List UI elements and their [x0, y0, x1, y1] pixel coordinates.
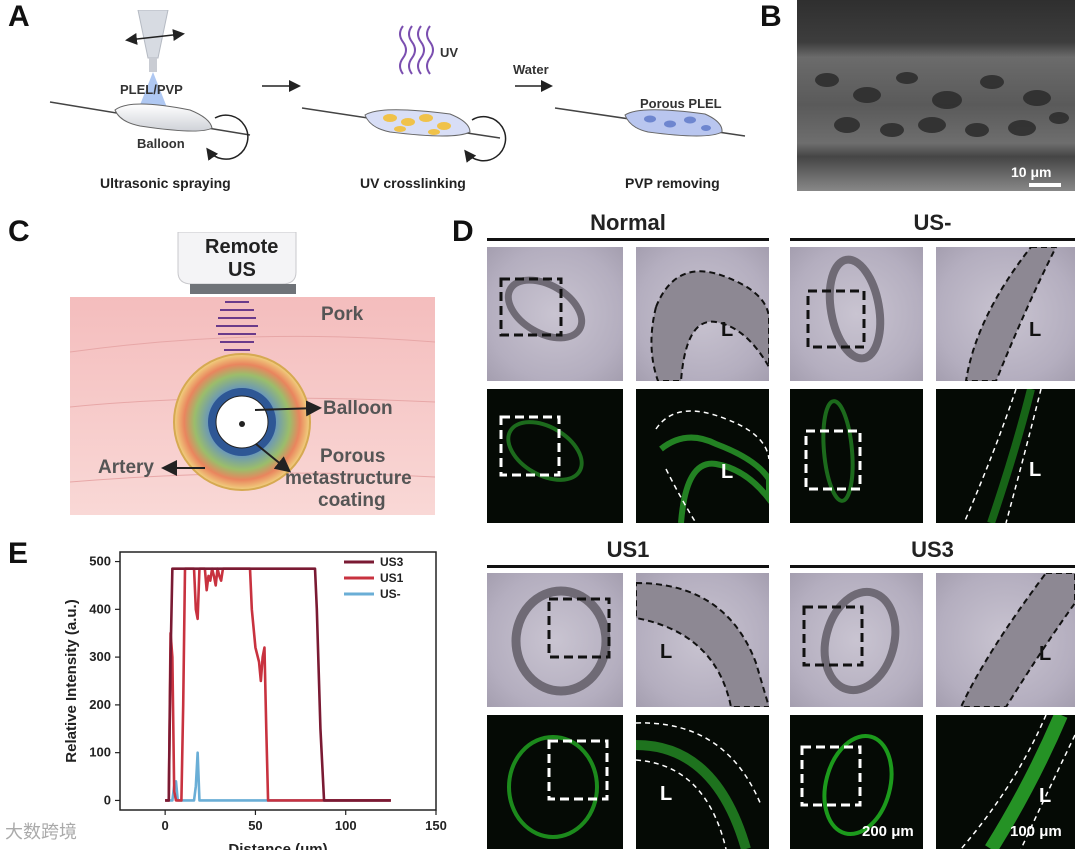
coating-label-line2: metastructure: [285, 468, 412, 489]
y-tick-label: 300: [89, 649, 111, 664]
us-minus-brightfield-high: L: [936, 247, 1075, 381]
panel-b-letter: B: [760, 0, 782, 33]
uv-light-icon: [399, 25, 434, 75]
porous-plel-label: Porous PLEL: [640, 96, 722, 111]
y-tick-label: 500: [89, 554, 111, 569]
us3-brightfield-low: [790, 573, 923, 707]
artery-cross-section: [173, 353, 311, 491]
legend-label: US1: [380, 571, 404, 585]
panel-a-letter: A: [8, 0, 30, 33]
group-underline-normal: [487, 238, 769, 241]
x-tick-label: 0: [162, 818, 169, 833]
x-tick-label: 50: [248, 818, 262, 833]
balloon-3-porous: [554, 107, 746, 137]
step-pvp-removing: PVP removing: [625, 175, 720, 191]
lumen-marker: L: [721, 461, 734, 483]
normal-brightfield-high: L: [636, 247, 769, 381]
coating-label-line3: coating: [318, 490, 386, 511]
normal-fluorescence-high: L: [636, 389, 769, 523]
pork-label: Pork: [321, 304, 364, 325]
lumen-marker: L: [1039, 785, 1052, 807]
series-line-usminus: [165, 751, 391, 802]
group-title-us1: US1: [606, 537, 650, 562]
panel-c-letter: C: [8, 215, 30, 248]
us3-fluorescence-low: 200 μm: [790, 715, 923, 849]
y-axis-label: Relative Intensity (a.u.): [63, 599, 80, 762]
us3-fluorescence-high: L 100 μm: [936, 715, 1075, 849]
lumen-marker: L: [660, 641, 673, 663]
lumen-marker: L: [660, 783, 673, 805]
remote-us-line2: US: [228, 259, 256, 281]
us-minus-fluorescence-high: L: [936, 389, 1075, 523]
us3-brightfield-high: L: [936, 573, 1075, 707]
lumen-marker: L: [1029, 319, 1042, 341]
coating-label-line1: Porous: [320, 446, 386, 467]
scale-bar-200-label: 200 μm: [862, 823, 914, 840]
water-label: Water: [513, 62, 549, 77]
panel-c-schematic: [70, 232, 435, 515]
sem-image: 10 μm: [797, 0, 1075, 191]
group-title-normal: Normal: [590, 210, 666, 235]
us-minus-brightfield-low: [790, 247, 923, 381]
group-title-us3: US3: [911, 537, 954, 562]
series-line-us3: [165, 567, 391, 802]
step-ultrasonic-spraying: Ultrasonic spraying: [100, 175, 231, 191]
x-axis-label: Distance (μm): [228, 841, 327, 850]
us1-fluorescence-low: [487, 715, 623, 849]
group-underline-us-minus: [790, 238, 1075, 241]
x-tick-label: 100: [335, 818, 357, 833]
plel-pvp-label: PLEL/PVP: [120, 82, 183, 97]
group-title-us-minus: US-: [913, 210, 952, 235]
balloon-2-coated: [301, 107, 507, 163]
watermark-text: 大数跨境: [5, 822, 77, 842]
lumen-marker: L: [1039, 643, 1052, 665]
scale-bar-100-label: 100 μm: [1010, 823, 1062, 840]
normal-brightfield-low: [487, 247, 623, 381]
us1-brightfield-high: L: [636, 573, 769, 707]
y-tick-label: 100: [89, 745, 111, 760]
us1-fluorescence-high: L: [636, 715, 769, 849]
x-tick-label: 150: [425, 818, 447, 833]
normal-fluorescence-low: [487, 389, 623, 523]
spray-nozzle: [125, 10, 185, 110]
ultrasound-probe: [177, 232, 297, 294]
group-underline-us1: [487, 565, 769, 568]
lumen-marker: L: [1029, 459, 1042, 481]
uv-label: UV: [440, 45, 459, 60]
series-line-us1: [165, 567, 391, 802]
balloon-label-c: Balloon: [323, 398, 393, 419]
legend-label: US-: [380, 587, 401, 601]
legend-label: US3: [380, 555, 404, 569]
balloon-1: [49, 101, 251, 161]
y-tick-label: 400: [89, 601, 111, 616]
balloon-label-a: Balloon: [137, 136, 185, 151]
ultrasound-waves: [216, 301, 258, 359]
group-underline-us3: [790, 565, 1075, 568]
panel-a-schematic: [49, 10, 746, 163]
y-tick-label: 0: [104, 792, 111, 807]
panel-e-letter: E: [8, 537, 29, 570]
step-uv-crosslinking: UV crosslinking: [360, 175, 466, 191]
us1-brightfield-low: [487, 573, 623, 707]
sem-scale-bar-label: 10 μm: [1011, 164, 1052, 180]
artery-label: Artery: [98, 457, 154, 478]
us-minus-fluorescence-low: [790, 389, 923, 523]
plot-frame: [119, 551, 437, 811]
lumen-marker: L: [721, 319, 734, 341]
y-tick-label: 200: [89, 697, 111, 712]
remote-us-line1: Remote: [205, 236, 279, 258]
panel-d-letter: D: [452, 215, 474, 248]
